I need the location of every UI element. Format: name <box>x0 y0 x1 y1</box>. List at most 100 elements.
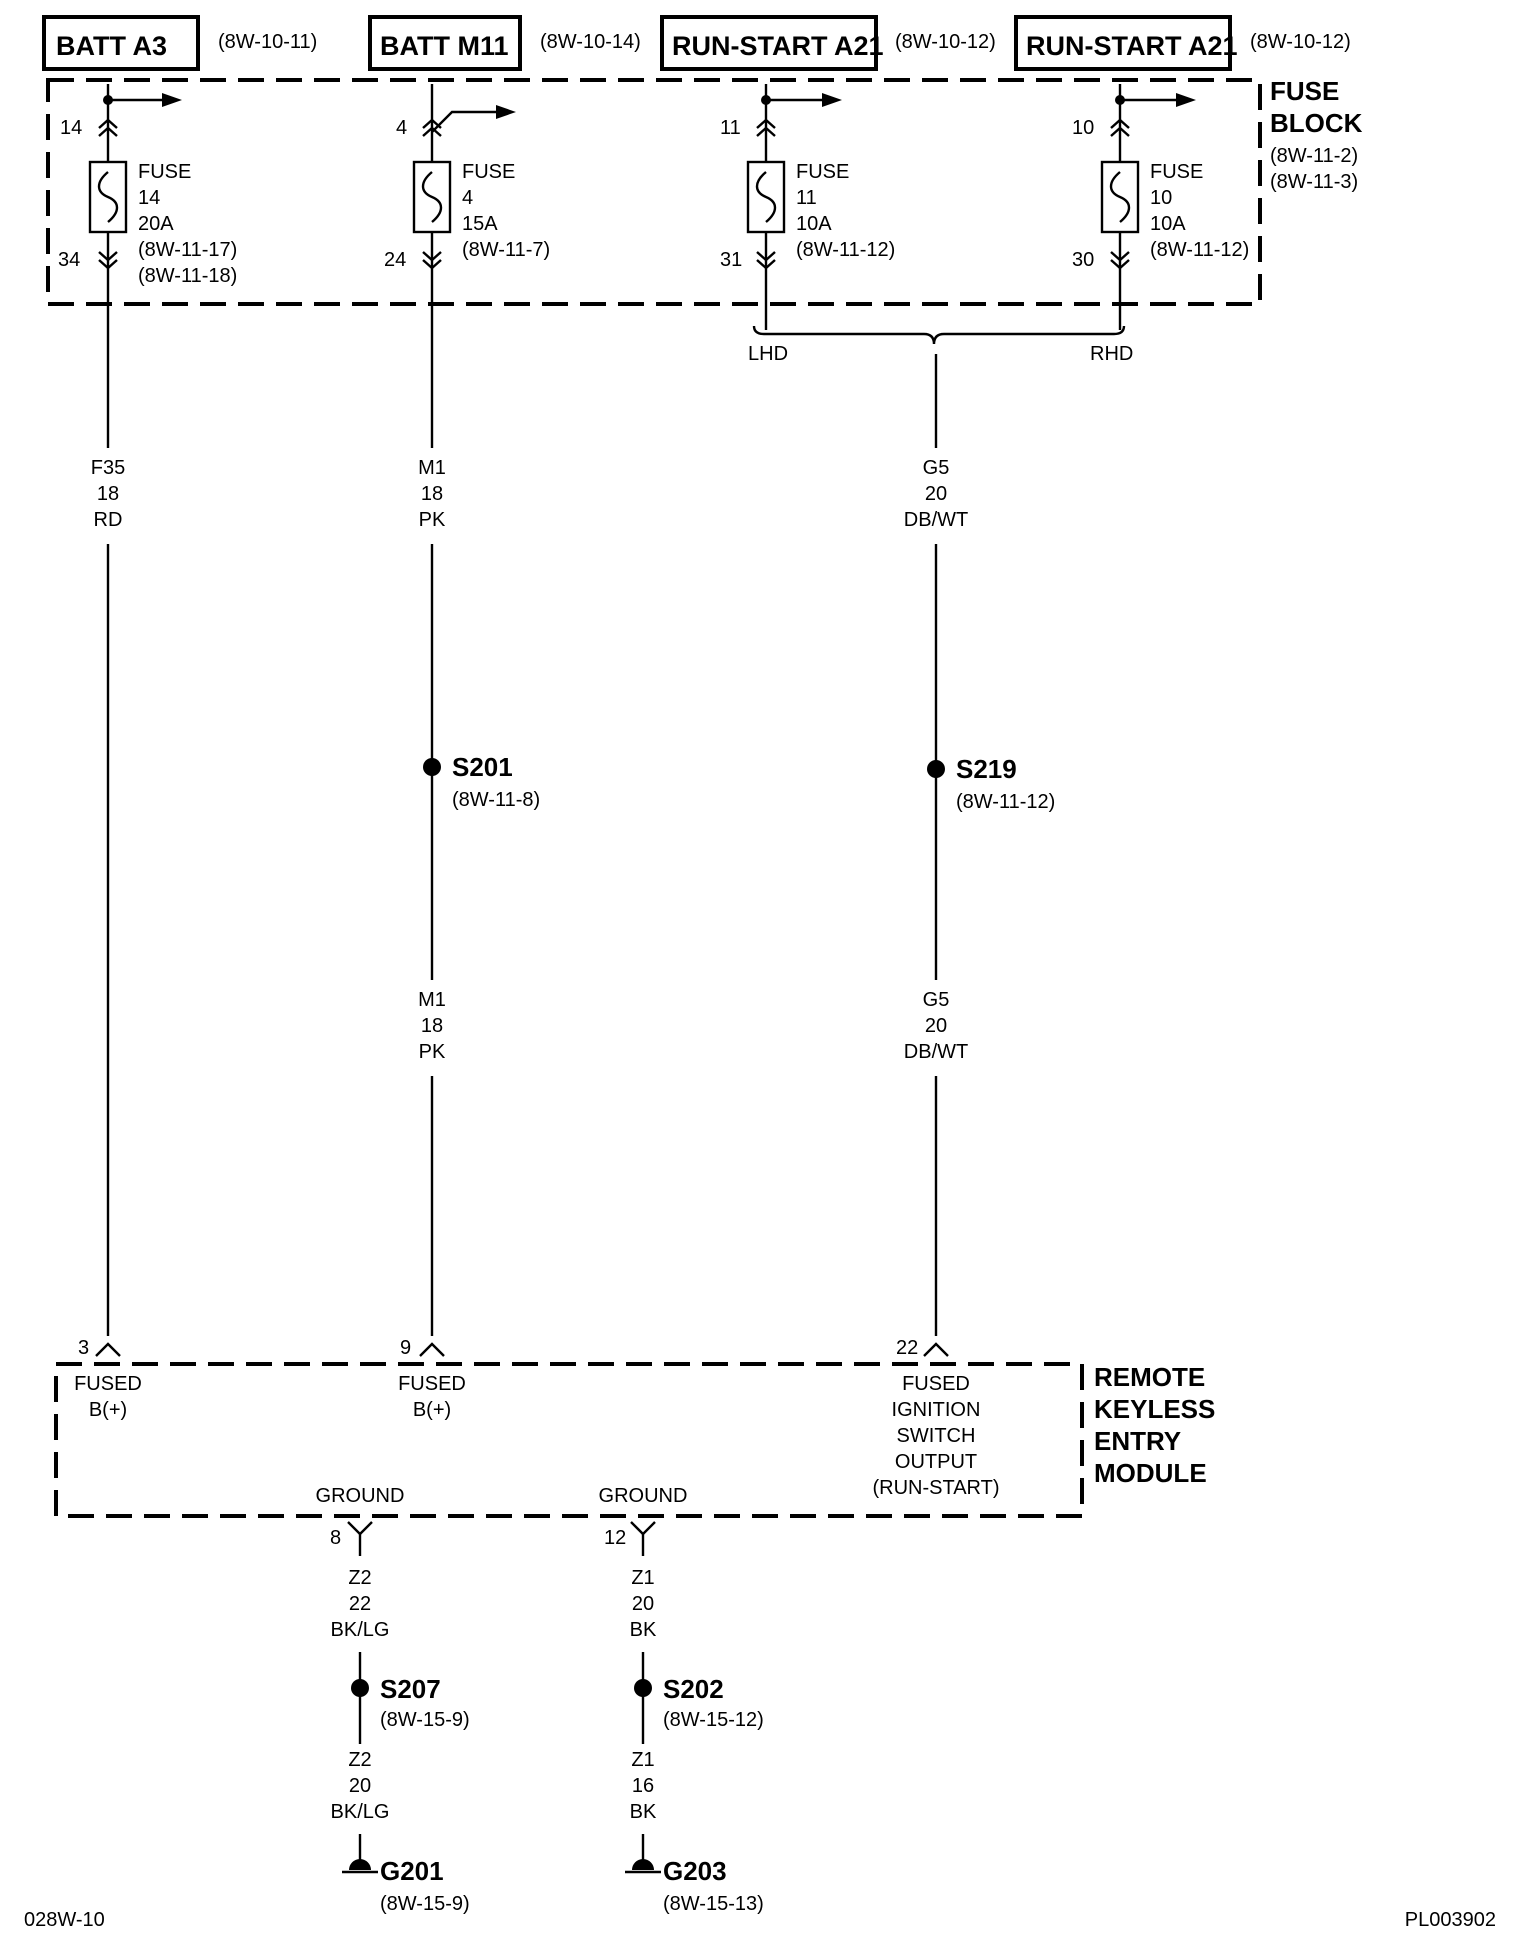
fuse-bottom-pin: 30 <box>1072 249 1094 271</box>
wire-circuit: Z2 <box>348 1749 371 1771</box>
fuse-number: 14 <box>138 187 160 209</box>
fuse-rating: 20A <box>138 213 174 235</box>
wire-color: DB/WT <box>904 1041 968 1063</box>
pin-number: 3 <box>78 1337 89 1359</box>
circuit-z2: Z2 22 BK/LG S207 (8W-15-9) Z2 20 BK/LG G… <box>331 1534 470 1915</box>
fuse-4: 4 24 FUSE 4 15A (8W-11-7) <box>384 84 550 304</box>
fuse-rating: 10A <box>1150 213 1186 235</box>
fuse-label: FUSE <box>796 161 849 183</box>
source-run-start-a21-rhd: RUN-START A21 (8W-10-12) <box>1014 15 1351 71</box>
wire-color: BK/LG <box>331 1801 390 1823</box>
remote-keyless-entry-module: REMOTE KEYLESS ENTRY MODULE 3 FUSED B(+)… <box>54 1337 1215 1549</box>
source-batt-a3: BATT A3 (8W-10-11) <box>42 15 317 71</box>
fuse-rating: 10A <box>796 213 832 235</box>
source-run-start-a21-lhd: RUN-START A21 (8W-10-12) <box>660 15 996 71</box>
lhd-label: LHD <box>748 343 788 365</box>
pin-number: 8 <box>330 1527 341 1549</box>
circuit-m1: M1 18 PK S201 (8W-11-8) M1 18 PK <box>418 304 540 1336</box>
wire-color: BK/LG <box>331 1619 390 1641</box>
fuse-block: FUSE BLOCK (8W-11-2) (8W-11-3) <box>46 76 1363 306</box>
splice-ref: (8W-15-12) <box>663 1709 764 1731</box>
footer-figure-id: PL003902 <box>1405 1909 1496 1931</box>
wire-circuit: Z1 <box>631 1749 654 1771</box>
wire-circuit: M1 <box>418 457 446 479</box>
circuit-f35: F35 18 RD <box>91 304 125 1336</box>
footer-page-code: 028W-10 <box>24 1909 105 1931</box>
fuse-label: FUSE <box>462 161 515 183</box>
fuse-ref: (8W-11-12) <box>796 239 895 261</box>
wire-gauge: 20 <box>349 1775 371 1797</box>
wire-gauge: 18 <box>421 1015 443 1037</box>
wire-circuit: Z1 <box>631 1567 654 1589</box>
fuse-bottom-pin: 24 <box>384 249 406 271</box>
wire-color: BK <box>630 1619 657 1641</box>
wire-color: RD <box>94 509 123 531</box>
source-ref: (8W-10-14) <box>540 31 641 53</box>
fuse-top-pin: 14 <box>60 117 82 139</box>
source-ref: (8W-10-12) <box>895 31 996 53</box>
fuse-number: 11 <box>796 187 817 209</box>
ground-id: G203 <box>663 1856 727 1886</box>
pin-function: GROUND <box>316 1485 405 1507</box>
wire-circuit: G5 <box>923 457 950 479</box>
source-label: BATT A3 <box>56 31 167 61</box>
module-title: REMOTE <box>1094 1362 1205 1392</box>
wire-gauge: 18 <box>421 483 443 505</box>
fuse-ref: (8W-11-12) <box>1150 239 1249 261</box>
pin-number: 9 <box>400 1337 411 1359</box>
splice-dot <box>351 1679 369 1697</box>
splice-ref: (8W-11-8) <box>452 789 540 811</box>
ground-icon <box>632 1859 654 1870</box>
wire-circuit: G5 <box>923 989 950 1011</box>
module-title: KEYLESS <box>1094 1394 1215 1424</box>
wire-color: PK <box>419 509 446 531</box>
pin-function: (RUN-START) <box>872 1477 999 1499</box>
fuse-label: FUSE <box>1150 161 1203 183</box>
fuse-block-ref: (8W-11-2) <box>1270 145 1358 167</box>
drive-option-bracket: LHD RHD <box>748 325 1133 365</box>
fuse-top-pin: 11 <box>720 117 741 139</box>
splice-ref: (8W-15-9) <box>380 1709 470 1731</box>
fuse-11: 11 31 FUSE 11 10A (8W-11-12) <box>720 84 895 330</box>
fuse-rating: 15A <box>462 213 498 235</box>
wire-gauge: 18 <box>97 483 119 505</box>
circuit-z1: Z1 20 BK S202 (8W-15-12) Z1 16 BK G203 (… <box>625 1534 764 1915</box>
splice-id: S207 <box>380 1674 441 1704</box>
wire-circuit: F35 <box>91 457 125 479</box>
pin-function: B(+) <box>89 1399 127 1421</box>
module-pin-12: GROUND 12 <box>599 1485 688 1549</box>
wire-gauge: 16 <box>632 1775 654 1797</box>
splice-id: S219 <box>956 754 1017 784</box>
fuse-14: 14 34 FUSE 14 20A (8W-11-17) (8W-11-18) <box>58 84 237 304</box>
pin-function: SWITCH <box>897 1425 976 1447</box>
fuse-top-pin: 10 <box>1072 117 1094 139</box>
splice-id: S201 <box>452 752 513 782</box>
splice-dot <box>423 758 441 776</box>
circuit-g5: G5 20 DB/WT S219 (8W-11-12) G5 20 DB/WT <box>904 354 1055 1336</box>
source-label: RUN-START A21 <box>1026 31 1238 61</box>
module-title: MODULE <box>1094 1458 1207 1488</box>
fuse-ref: (8W-11-17) <box>138 239 237 261</box>
source-ref: (8W-10-12) <box>1250 31 1351 53</box>
splice-id: S202 <box>663 1674 724 1704</box>
ground-id: G201 <box>380 1856 444 1886</box>
fuse-top-pin: 4 <box>396 117 407 139</box>
wire-color: PK <box>419 1041 446 1063</box>
wire-gauge: 20 <box>632 1593 654 1615</box>
pin-function: B(+) <box>413 1399 451 1421</box>
fuse-number: 10 <box>1150 187 1172 209</box>
fuse-block-title: FUSE <box>1270 76 1339 106</box>
pin-function: GROUND <box>599 1485 688 1507</box>
ground-icon <box>349 1859 371 1870</box>
wire-gauge: 22 <box>349 1593 371 1615</box>
wire-gauge: 20 <box>925 1015 947 1037</box>
module-title: ENTRY <box>1094 1426 1181 1456</box>
pin-function: IGNITION <box>892 1399 981 1421</box>
splice-ref: (8W-11-12) <box>956 791 1055 813</box>
pin-function: FUSED <box>74 1373 142 1395</box>
splice-dot <box>634 1679 652 1697</box>
rhd-label: RHD <box>1090 343 1133 365</box>
ground-ref: (8W-15-13) <box>663 1893 764 1915</box>
fuse-ref: (8W-11-18) <box>138 265 237 287</box>
pin-number: 22 <box>896 1337 918 1359</box>
